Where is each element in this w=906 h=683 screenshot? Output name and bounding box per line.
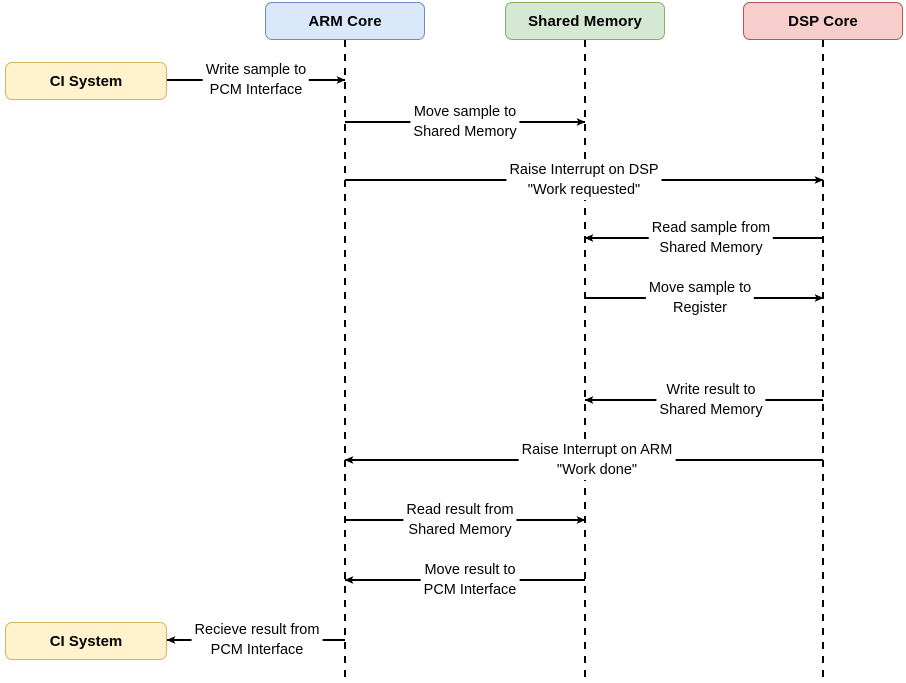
participant-shared-memory[interactable]: Shared Memory (505, 2, 665, 40)
message-arrows-group (166, 76, 824, 644)
participant-dsp-core[interactable]: DSP Core (743, 2, 903, 40)
participant-label: ARM Core (308, 12, 382, 30)
participant-label: Shared Memory (528, 12, 642, 30)
participant-arm-core[interactable]: ARM Core (265, 2, 425, 40)
actor-label: CI System (49, 632, 123, 650)
actor-ci-system-top[interactable]: CI System (5, 62, 167, 100)
actor-label: CI System (49, 72, 123, 90)
participant-label: DSP Core (788, 12, 858, 30)
lifelines-group (344, 40, 824, 683)
actor-ci-system-bottom[interactable]: CI System (5, 622, 167, 660)
